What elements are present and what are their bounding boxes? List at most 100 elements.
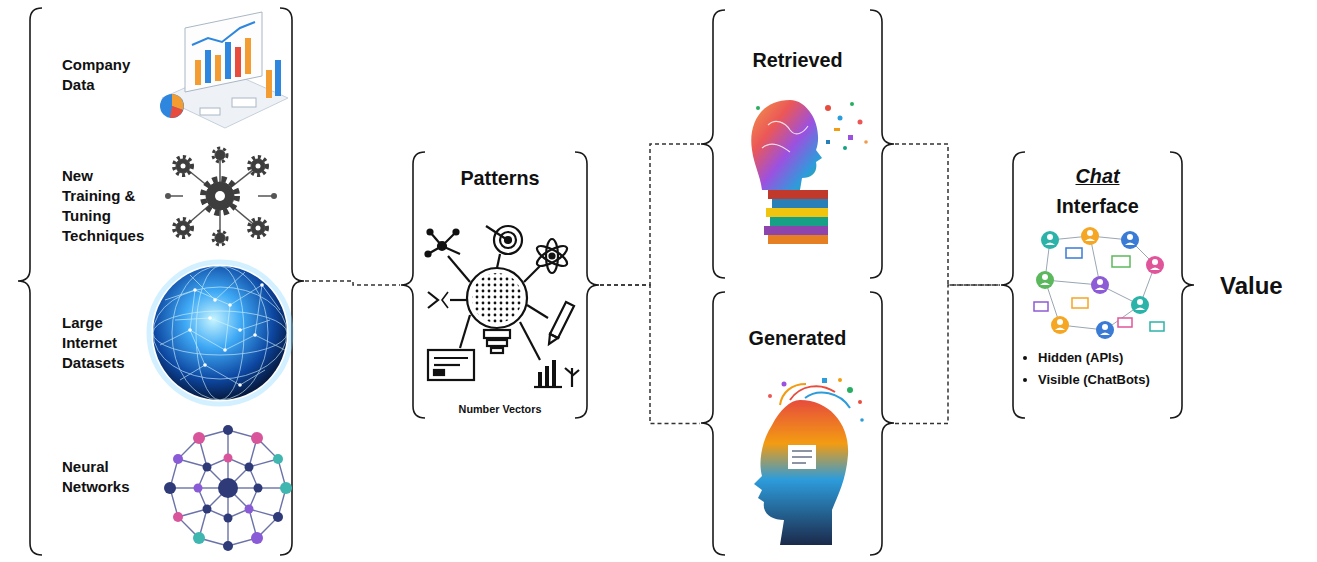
chat-network-icon-part-part bbox=[1150, 322, 1164, 331]
retrieved-illustration-part bbox=[772, 199, 828, 208]
globe-illustration-part-part bbox=[253, 333, 257, 337]
retrieved-illustration-part-part bbox=[762, 144, 790, 152]
neural-network-icon-part-part bbox=[251, 432, 263, 444]
neural-network-icon-part-part bbox=[203, 463, 212, 472]
patterns-icon-part bbox=[572, 370, 579, 376]
generated-illustration-part-part bbox=[838, 378, 842, 382]
neural-network-icon-part bbox=[170, 430, 286, 546]
globe-illustration-part-part bbox=[165, 285, 280, 310]
dashboard-illustration-part bbox=[215, 55, 221, 81]
gears-icon-part bbox=[174, 148, 267, 245]
neural-network-icon-part-part bbox=[194, 484, 203, 493]
chat-network-icon-part-part bbox=[1121, 231, 1139, 249]
retrieved-illustration-part bbox=[764, 226, 828, 235]
chat-network-icon-part bbox=[1036, 227, 1164, 339]
gears-icon-part-part bbox=[213, 148, 227, 162]
patterns-icon-part bbox=[494, 226, 522, 254]
patterns-group: PatternsNumber Vectors bbox=[400, 150, 600, 420]
chat-network-icon-part-part bbox=[1040, 283, 1050, 286]
patterns-icon-part bbox=[534, 242, 569, 269]
globe-illustration-part-part bbox=[188, 328, 192, 332]
node-heading: Retrieved bbox=[700, 45, 895, 75]
chat-network-icon-part-part bbox=[1081, 227, 1099, 245]
retrieved-illustration-part-part bbox=[864, 140, 868, 144]
generated-illustration-part-part bbox=[792, 451, 812, 452]
patterns-icon-part bbox=[534, 242, 569, 269]
dashboard-illustration-part bbox=[275, 60, 281, 96]
patterns-icon bbox=[426, 226, 580, 387]
neural-network-icon-part-part bbox=[224, 514, 233, 523]
patterns-icon-part bbox=[442, 246, 460, 254]
dashboard-illustration-part bbox=[235, 47, 241, 77]
patterns-icon-part bbox=[428, 350, 474, 380]
generated-illustration-part-part bbox=[822, 378, 827, 383]
globe-illustration-part-part bbox=[172, 266, 268, 400]
generated-illustration-part bbox=[788, 445, 816, 469]
dashboard-illustration-part bbox=[160, 94, 184, 118]
patterns-icon-part bbox=[552, 360, 556, 386]
node-text: Number Vectors bbox=[400, 401, 600, 417]
curly-bracket-part bbox=[575, 152, 599, 418]
bullet-item: Hidden (APIs) bbox=[1038, 347, 1150, 369]
patterns-icon-part bbox=[545, 366, 549, 386]
chat-network-icon-part-part bbox=[1097, 279, 1103, 285]
chat-network-icon-part-part bbox=[1072, 298, 1088, 308]
gears-icon-part-part bbox=[176, 221, 190, 235]
neural-network-icon-part-part bbox=[273, 512, 283, 522]
neural-network-icon-part-part bbox=[273, 454, 283, 464]
patterns-icon-part bbox=[426, 252, 431, 257]
globe-illustration-part-part bbox=[180, 365, 265, 385]
patterns-icon-part bbox=[527, 305, 548, 318]
globe-illustration-part-part bbox=[203, 363, 207, 367]
generated-illustration-part bbox=[792, 451, 812, 463]
neural-network-icon-part-part bbox=[280, 482, 292, 494]
patterns-icon-part bbox=[460, 315, 470, 348]
retrieved-illustration-part-part bbox=[826, 140, 830, 144]
chat-interface-group: ChatInterfaceHidden (APIs)Visible (ChatB… bbox=[1000, 150, 1195, 420]
neural-network-icon-part-part bbox=[198, 458, 258, 518]
patterns-icon-part bbox=[487, 340, 507, 346]
chat-network-icon-part-part bbox=[1034, 302, 1048, 311]
neural-network-icon-part-part bbox=[223, 425, 233, 435]
globe-illustration-part-part bbox=[255, 285, 262, 335]
generated-illustration-part-part bbox=[792, 457, 812, 458]
neural-network-icon-part-part bbox=[245, 505, 254, 514]
neural-network-icon-part-part bbox=[164, 482, 176, 494]
generated-illustration-part bbox=[754, 400, 848, 545]
globe-illustration-part-part bbox=[228, 303, 232, 307]
globe-illustration-part bbox=[149, 262, 291, 404]
chat-network-icon bbox=[1034, 227, 1164, 339]
neural-network-icon-part-part bbox=[224, 454, 233, 463]
gears-icon-part-part bbox=[215, 150, 225, 160]
chat-network-icon-part bbox=[1040, 230, 1160, 335]
chat-network-icon-part-part bbox=[1146, 256, 1164, 274]
chat-network-icon-part-part bbox=[1137, 299, 1143, 305]
node-heading: Chat bbox=[1000, 161, 1195, 191]
patterns-icon-part bbox=[484, 330, 510, 338]
dashboard-illustration-part bbox=[195, 60, 201, 85]
chat-network-icon-part-part bbox=[1135, 308, 1145, 311]
generated-illustration-part-part bbox=[792, 463, 806, 464]
node-text: Large Internet Datasets bbox=[62, 313, 152, 373]
globe-illustration-part-part bbox=[238, 383, 242, 387]
retrieved-illustration-part-part bbox=[850, 102, 854, 106]
generated-illustration bbox=[754, 378, 864, 545]
globe-illustration-part bbox=[153, 266, 287, 400]
gears-icon-part bbox=[271, 193, 277, 199]
node-heading: Company Data bbox=[62, 55, 152, 95]
dashboard-illustration-part bbox=[170, 106, 183, 118]
dashboard-illustration-part bbox=[205, 50, 211, 83]
globe-illustration-part-part bbox=[193, 288, 197, 292]
chat-network-icon-part-part bbox=[1057, 319, 1063, 325]
node-text: Neural Networks bbox=[62, 457, 152, 497]
neural-network-icon-part bbox=[164, 425, 292, 551]
retrieved-illustration-part-part bbox=[834, 128, 840, 131]
gears-icon-part-part bbox=[176, 159, 190, 173]
globe-illustration-part-part bbox=[225, 305, 230, 350]
patterns-icon-part bbox=[546, 239, 558, 273]
chat-network-icon-part-part bbox=[1087, 230, 1093, 236]
patterns-icon-part bbox=[434, 370, 444, 375]
curly-bracket-part bbox=[18, 8, 42, 555]
